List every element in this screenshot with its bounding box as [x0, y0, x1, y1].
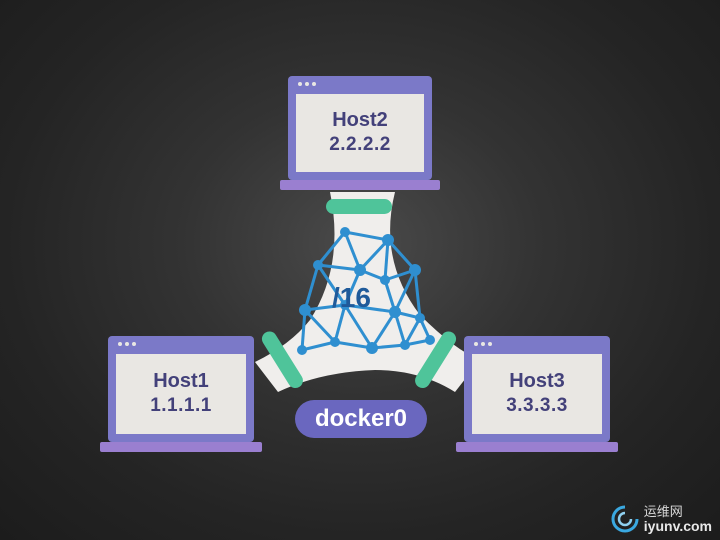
- host2-laptop: Host2 2.2.2.2: [280, 76, 440, 190]
- host2-display: Host2 2.2.2.2: [296, 94, 424, 172]
- window-dots-icon: [118, 342, 136, 346]
- host2-screen: Host2 2.2.2.2: [288, 76, 432, 180]
- host3-base: [456, 442, 618, 452]
- host1-display: Host1 1.1.1.1: [116, 354, 246, 434]
- watermark-logo-icon: [611, 505, 639, 533]
- host3-ip: 3.3.3.3: [506, 395, 568, 416]
- host3-name: Host3: [509, 370, 565, 392]
- host3-display: Host3 3.3.3.3: [472, 354, 602, 434]
- window-dots-icon: [298, 82, 316, 86]
- watermark-cn: 运维网: [643, 504, 683, 519]
- host2-ip: 2.2.2.2: [329, 134, 391, 155]
- host1-screen: Host1 1.1.1.1: [108, 336, 254, 442]
- window-dots-icon: [474, 342, 492, 346]
- connector-link-host2: [326, 199, 392, 214]
- host1-ip: 1.1.1.1: [150, 395, 212, 416]
- host3-screen: Host3 3.3.3.3: [464, 336, 610, 442]
- host2-name: Host2: [332, 109, 388, 131]
- host3-laptop: Host3 3.3.3.3: [456, 336, 618, 452]
- connector-link-host3: [415, 331, 457, 389]
- host1-laptop: Host1 1.1.1.1: [100, 336, 262, 452]
- subnet-label: /16: [332, 282, 371, 313]
- watermark-en: iyunv.com: [643, 518, 712, 534]
- watermark: 运维网 iyunv.com: [610, 504, 712, 534]
- host1-base: [100, 442, 262, 452]
- mesh-nodes: [297, 227, 435, 355]
- connector-link-host1: [261, 331, 303, 389]
- host2-base: [280, 180, 440, 190]
- docker0-bridge-label: docker0: [295, 400, 427, 438]
- host1-name: Host1: [153, 370, 209, 392]
